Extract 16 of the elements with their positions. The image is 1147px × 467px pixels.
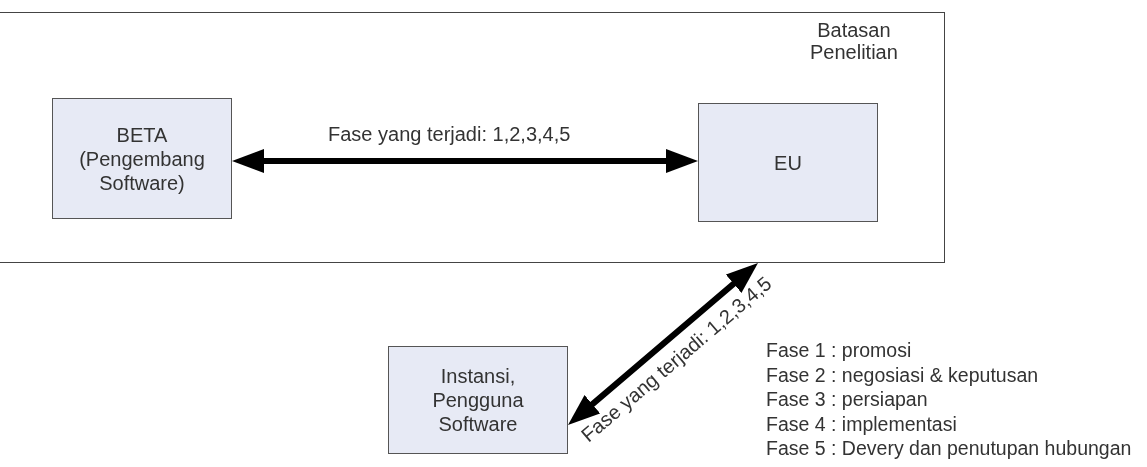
box-label: Instansi, Pengguna Software [432, 364, 524, 436]
phase-note: Fase 4 : implementasi [766, 411, 957, 436]
entity-box [388, 346, 568, 454]
frame-heading: Batasan Penelitian [810, 19, 898, 63]
entity-box [52, 98, 232, 219]
phase-note: Fase 1 : promosi [766, 338, 912, 362]
box-label: EU [774, 150, 802, 175]
phase-note: Fase 3 : persiapan [766, 387, 928, 411]
phase-note: Fase 2 : negosiasi & keputusan [766, 362, 1039, 387]
double-arrow [232, 149, 698, 173]
entity-box [698, 103, 878, 222]
box-label: BETA (Pengembang Software) [79, 122, 205, 195]
phase-note: Fase 5 : Devery dan penutupan hubungan [766, 436, 1132, 460]
edge-label: Fase yang terjadi: 1,2,3,4,5 [328, 123, 571, 145]
boundary-frame [0, 12, 945, 263]
double-arrow [566, 260, 760, 428]
